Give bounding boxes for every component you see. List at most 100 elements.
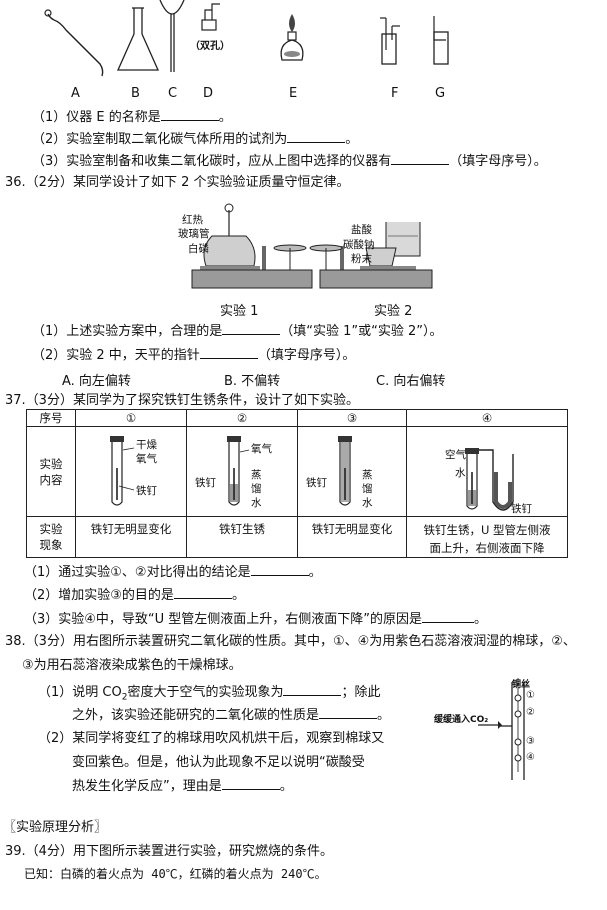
fig-wire-label: 铜丝 <box>512 680 531 690</box>
answer-blank[interactable] <box>222 322 281 335</box>
fig-ball-2: ② <box>526 707 535 718</box>
table-col-1: ① <box>75 409 187 427</box>
q35-item1: （1）仪器 E 的名称是。 <box>32 108 232 125</box>
conical-flask-icon <box>116 8 160 71</box>
tube-2-cell: 氧气 铁钉 蒸 馏 水 <box>186 426 298 517</box>
exp1-caption: 实验 1 <box>220 304 259 319</box>
answer-blank[interactable] <box>199 346 258 359</box>
result-2: 铁钉生锈 <box>186 516 298 558</box>
balance-2-icon <box>309 222 433 289</box>
answer-blank[interactable] <box>391 152 450 165</box>
fig-ball-4: ④ <box>526 752 535 763</box>
tube-4-cell: 空气 水 铁钉 <box>406 426 568 517</box>
tube2-label-oxygen: 氧气 <box>251 443 272 455</box>
balance-1-icon <box>191 203 313 289</box>
q36-option-b[interactable]: B. 不偏转 <box>224 374 281 389</box>
label-E: E <box>289 86 298 101</box>
co2-inlet-arrow-icon <box>478 721 502 729</box>
table-col-2: ② <box>186 409 298 427</box>
table-col-3: ③ <box>297 409 407 427</box>
q39-known: 已知：白磷的着火点为 40℃，红磷的着火点为 240℃。 <box>24 867 327 881</box>
rust-experiment-table: 序号 ① ② ③ ④ 实验内容 干燥 氧气 铁钉 <box>26 409 568 558</box>
result-4: 铁钉生锈，U 型管左侧液面上升，右侧液面下降 <box>406 516 568 558</box>
answer-blank[interactable] <box>160 108 219 121</box>
gas-bottle-icon <box>380 17 400 65</box>
q38-item1-line1: （1）说明 CO2密度大于空气的实验现象为；除此 <box>38 683 381 703</box>
exp1-label-hot: 红热 <box>182 214 203 226</box>
q35-item2: （2）实验室制取二氧化碳气体所用的试剂为。 <box>32 130 359 147</box>
label-C: C <box>168 86 178 101</box>
tube3-label-water-3: 水 <box>362 497 373 509</box>
alcohol-lamp-icon <box>280 14 304 61</box>
tube3-label-water-2: 馏 <box>362 483 373 495</box>
co2-tube-figure <box>500 678 525 780</box>
tube-1-cell: 干燥 氧气 铁钉 <box>75 426 187 517</box>
u-tube-apparatus-icon <box>465 447 514 511</box>
label-G: G <box>435 86 446 101</box>
q38-item2-line2: 变回紫色。但是，他认为此现象不足以说明“碳酸受 <box>72 755 365 770</box>
bent-tube-icon <box>53 19 104 77</box>
tube4-label-nail: 铁钉 <box>511 503 532 515</box>
q36-option-a[interactable]: A. 向左偏转 <box>62 374 131 389</box>
tube-3-cell: 铁钉 蒸 馏 水 <box>297 426 407 517</box>
q36-option-c[interactable]: C. 向右偏转 <box>376 374 446 389</box>
section-title: 〖实验原理分析〗 <box>3 820 108 835</box>
table-header-label: 序号 <box>26 409 76 427</box>
tube3-label-water-1: 蒸 <box>362 469 373 481</box>
q38-stem-line1: 38.（3分）用右图所示装置研究二氧化碳的性质。其中，①、④为用紫色石蕊溶液润湿… <box>5 634 576 649</box>
q36-item2: （2）实验 2 中，天平的指针（填字母序号）。 <box>32 346 356 363</box>
tube2-label-water-1: 蒸 <box>251 469 262 481</box>
row-result-label: 实验现象 <box>26 516 76 558</box>
tube4-label-air: 空气 <box>445 449 466 461</box>
q37-item2: （2）增加实验③的目的是。 <box>24 586 245 603</box>
exp1-label-tube: 玻璃管 <box>178 228 210 240</box>
tube2-label-water-3: 水 <box>251 497 262 509</box>
q38-item2-line1: （2）某同学将变红了的棉球用吹风机烘干后，观察到棉球又 <box>38 731 385 746</box>
q38-item2-line3: 热发生化学反应”，理由是。 <box>72 777 293 794</box>
q37-stem: 37.（3分）某同学为了探究铁钉生锈条件，设计了如下实验。 <box>5 393 359 408</box>
fig-ball-1: ① <box>526 690 535 701</box>
answer-blank[interactable] <box>287 130 346 143</box>
test-tube-dry-oxygen-icon <box>110 435 135 506</box>
q36-item1: （1）上述实验方案中，合理的是（填“实验 1”或“实验 2”）。 <box>32 322 443 339</box>
test-tube-water-only-icon <box>338 435 352 506</box>
tube2-label-water-2: 馏 <box>251 483 262 495</box>
balance-experiments-figure <box>191 203 433 289</box>
q38-item1-line2: 之外，该实验还能研究的二氧化碳的性质是。 <box>72 706 391 723</box>
exp1-label-phosphorus: 白磷 <box>188 243 209 255</box>
tube3-label-nail: 铁钉 <box>306 477 327 489</box>
q37-item1: （1）通过实验①、②对比得出的结论是。 <box>24 563 322 580</box>
q36-stem: 36.（2分）某同学设计了如下 2 个实验验证质量守恒定律。 <box>5 175 350 190</box>
q38-stem-line2: ③为用石蕊溶液染成紫色的干燥棉球。 <box>22 658 242 673</box>
exp2-label-powder: 粉末 <box>351 253 372 265</box>
long-funnel-icon <box>159 0 185 15</box>
fig-inlet-label: 缓缓通入CO₂ <box>434 715 489 725</box>
answer-blank[interactable] <box>319 706 378 719</box>
tube1-label-oxygen: 氧气 <box>136 453 157 465</box>
answer-blank[interactable] <box>250 563 309 576</box>
result-3: 铁钉无明显变化 <box>297 516 407 558</box>
apparatus-note: （双孔） <box>190 41 230 52</box>
answer-blank[interactable] <box>422 610 475 623</box>
exp2-caption: 实验 2 <box>374 304 413 319</box>
q39-stem: 39.（4分）用下图所示装置进行实验，研究燃烧的条件。 <box>5 844 333 859</box>
q37-item3: （3）实验④中，导致“U 型管左侧液面上升，右侧液面下降”的原因是。 <box>24 610 488 627</box>
stopper-icon <box>201 19 217 31</box>
label-F: F <box>391 86 399 101</box>
answer-blank[interactable] <box>221 777 280 790</box>
answer-blank[interactable] <box>283 683 342 696</box>
tube1-label-nail: 铁钉 <box>136 485 157 497</box>
apparatus-figure <box>44 0 449 77</box>
row-content-label: 实验内容 <box>26 426 76 517</box>
tube2-label-nail: 铁钉 <box>195 477 216 489</box>
q35-item3: （3）实验室制备和收集二氧化碳时，应从上图中选择的仪器有（填字母序号）。 <box>32 152 547 169</box>
collecting-bottle-icon <box>433 16 449 65</box>
test-tube-oxygen-water-icon <box>227 435 250 506</box>
label-A: A <box>71 86 80 101</box>
result-1: 铁钉无明显变化 <box>75 516 187 558</box>
fig-ball-3: ③ <box>526 736 535 747</box>
tube1-label-dry: 干燥 <box>136 439 157 451</box>
tube4-label-water: 水 <box>455 467 466 479</box>
answer-blank[interactable] <box>173 586 232 599</box>
exp2-label-carbonate: 碳酸钠 <box>343 239 375 251</box>
